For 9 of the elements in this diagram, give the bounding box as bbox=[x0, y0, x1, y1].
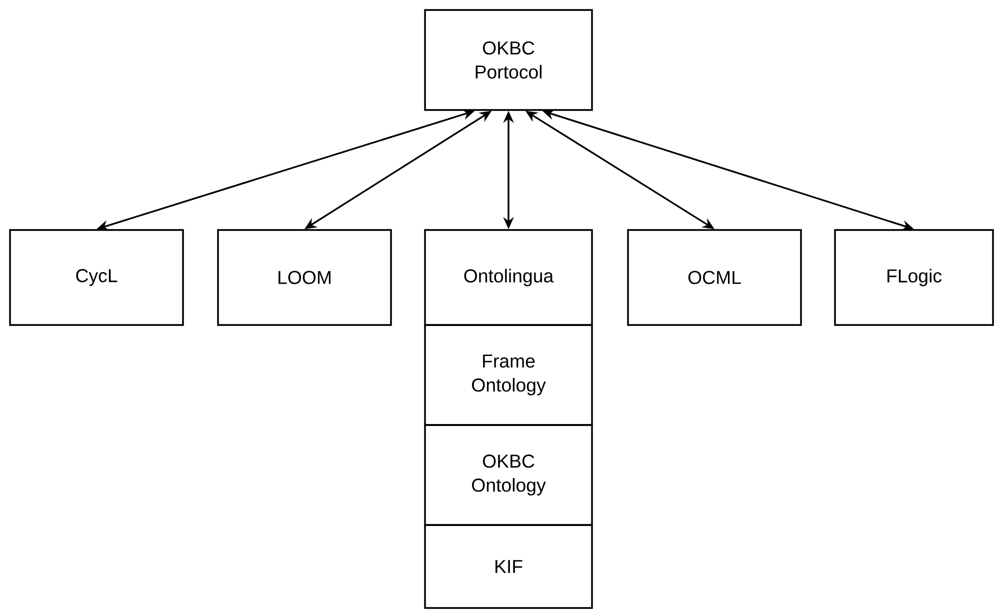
process-box: OKBC Portocol bbox=[424, 9, 593, 111]
process-box: Ontolingua bbox=[424, 229, 593, 326]
process-box: KIF bbox=[424, 524, 593, 609]
process-box: OKBC Ontology bbox=[424, 424, 593, 526]
process-box: CycL bbox=[9, 229, 184, 326]
process-box: FLogic bbox=[834, 229, 994, 326]
process-box: OCML bbox=[627, 229, 802, 326]
process-box: LOOM bbox=[217, 229, 392, 326]
process-box: Frame Ontology bbox=[424, 324, 593, 426]
